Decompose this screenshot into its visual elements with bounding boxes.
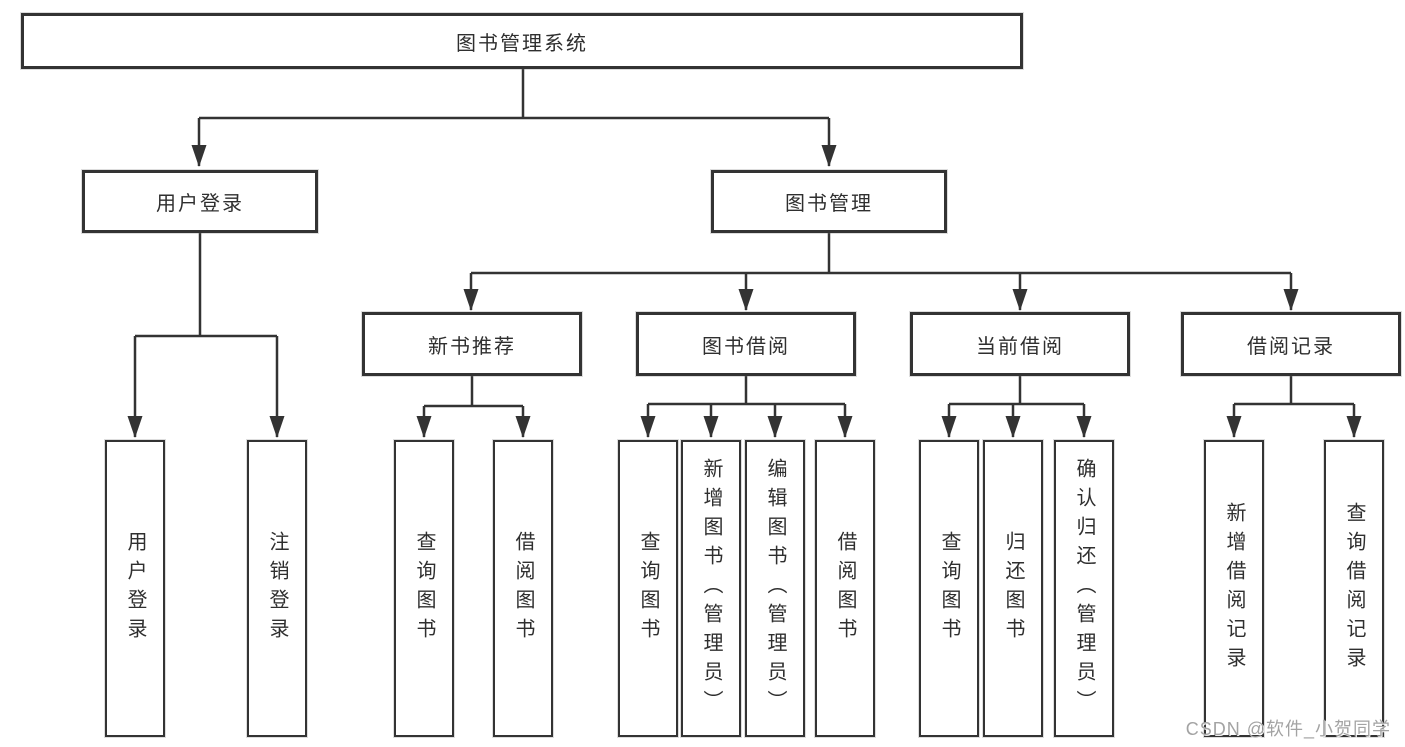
book-management-connectors xyxy=(463,233,1299,311)
leaf-logout: 注销登录 xyxy=(247,440,307,737)
node-current-borrowing: 当前借阅 xyxy=(910,312,1130,376)
csdn-watermark: CSDN @软件_小贺同学 xyxy=(1185,719,1391,739)
leaf-borrow-books-1: 借阅图书 xyxy=(493,440,553,737)
node-book-borrowing: 图书借阅 xyxy=(636,312,856,376)
leaf-return-books: 归还图书 xyxy=(983,440,1043,737)
leaf-add-book-admin: 新增图书（管理员） xyxy=(681,440,741,737)
user-login-connectors xyxy=(127,233,285,438)
node-book-management: 图书管理 xyxy=(711,170,947,233)
borrowing-records-connectors xyxy=(1226,376,1362,438)
leaf-edit-book-admin: 编辑图书（管理员） xyxy=(745,440,805,737)
leaf-add-borrow-record: 新增借阅记录 xyxy=(1204,440,1264,737)
leaf-confirm-return-admin: 确认归还（管理员） xyxy=(1054,440,1114,737)
leaf-user-login: 用户登录 xyxy=(105,440,165,737)
node-user-login: 用户登录 xyxy=(82,170,318,233)
root-to-level1-connectors xyxy=(191,69,837,167)
node-new-book-recommend: 新书推荐 xyxy=(362,312,582,376)
leaf-query-books-2: 查询图书 xyxy=(618,440,678,737)
book-borrowing-connectors xyxy=(640,376,853,438)
current-borrowing-connectors xyxy=(941,376,1092,438)
leaf-borrow-books-2: 借阅图书 xyxy=(815,440,875,737)
node-root: 图书管理系统 xyxy=(21,13,1023,69)
new-book-recommend-connectors xyxy=(416,376,531,438)
leaf-query-borrow-record: 查询借阅记录 xyxy=(1324,440,1384,737)
node-borrowing-records: 借阅记录 xyxy=(1181,312,1401,376)
leaf-query-books-1: 查询图书 xyxy=(394,440,454,737)
leaf-query-books-3: 查询图书 xyxy=(919,440,979,737)
